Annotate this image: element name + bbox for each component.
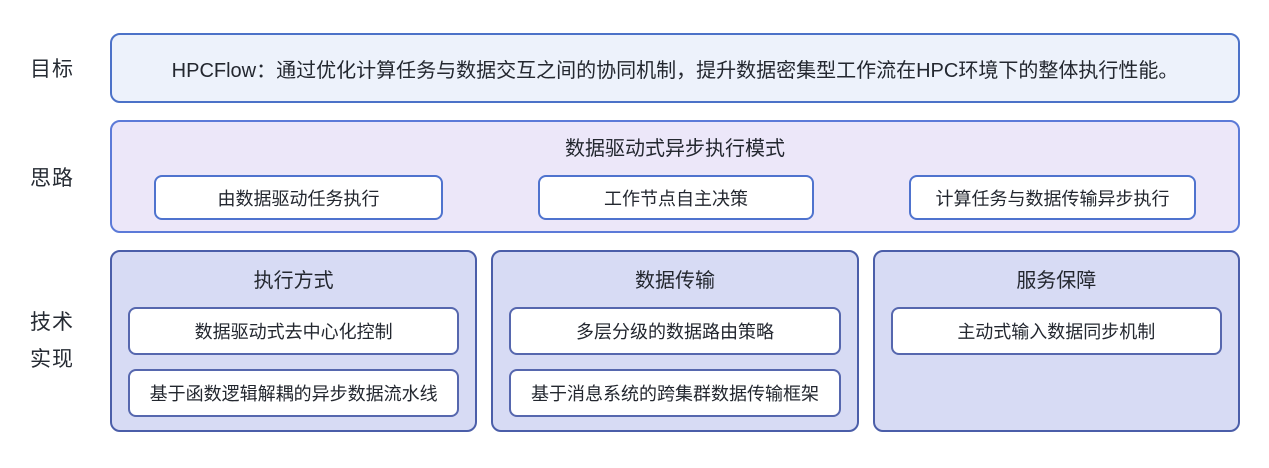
approach-box: 数据驱动式异步执行模式 由数据驱动任务执行 工作节点自主决策 计算任务与数据传输… <box>110 120 1240 233</box>
impl-column-data-transfer: 数据传输 多层分级的数据路由策略 基于消息系统的跨集群数据传输框架 <box>491 250 859 432</box>
impl-item-cross-cluster-framework: 基于消息系统的跨集群数据传输框架 <box>509 369 841 417</box>
approach-item-async-transfer: 计算任务与数据传输异步执行 <box>909 175 1196 220</box>
impl-item-proactive-sync: 主动式输入数据同步机制 <box>890 307 1222 355</box>
implementation-label-line2: 实现 <box>30 348 74 371</box>
approach-item-autonomous-nodes: 工作节点自主决策 <box>538 175 814 220</box>
impl-item-routing-strategy: 多层分级的数据路由策略 <box>509 307 841 355</box>
impl-column-data-transfer-title: 数据传输 <box>634 270 715 292</box>
impl-item-decentralized-control: 数据驱动式去中心化控制 <box>128 307 460 355</box>
approach-title: 数据驱动式异步执行模式 <box>565 138 785 160</box>
impl-column-service-guarantee-title: 服务保障 <box>1016 270 1097 292</box>
goal-label-text: 目标 <box>30 58 74 81</box>
approach-items: 由数据驱动任务执行 工作节点自主决策 计算任务与数据传输异步执行 <box>112 175 1238 220</box>
row-label-goal: 目标 <box>4 33 100 103</box>
impl-column-execution-title: 执行方式 <box>253 270 334 292</box>
row-label-approach: 思路 <box>4 120 100 233</box>
impl-column-service-guarantee: 服务保障 主动式输入数据同步机制 <box>872 250 1240 432</box>
approach-label-text: 思路 <box>30 166 74 190</box>
approach-item-data-driven: 由数据驱动任务执行 <box>154 175 443 220</box>
row-label-implementation: 技术 实现 <box>4 250 100 432</box>
goal-box: HPCFlow：通过优化计算任务与数据交互之间的协同机制，提升数据密集型工作流在… <box>110 33 1240 103</box>
implementation-label-line1: 技术 <box>30 311 74 334</box>
impl-column-execution: 执行方式 数据驱动式去中心化控制 基于函数逻辑解耦的异步数据流水线 <box>110 250 478 432</box>
goal-text: HPCFlow：通过优化计算任务与数据交互之间的协同机制，提升数据密集型工作流在… <box>171 59 1179 82</box>
implementation-row: 执行方式 数据驱动式去中心化控制 基于函数逻辑解耦的异步数据流水线 数据传输 多… <box>110 250 1240 432</box>
impl-item-async-pipeline: 基于函数逻辑解耦的异步数据流水线 <box>128 369 460 417</box>
